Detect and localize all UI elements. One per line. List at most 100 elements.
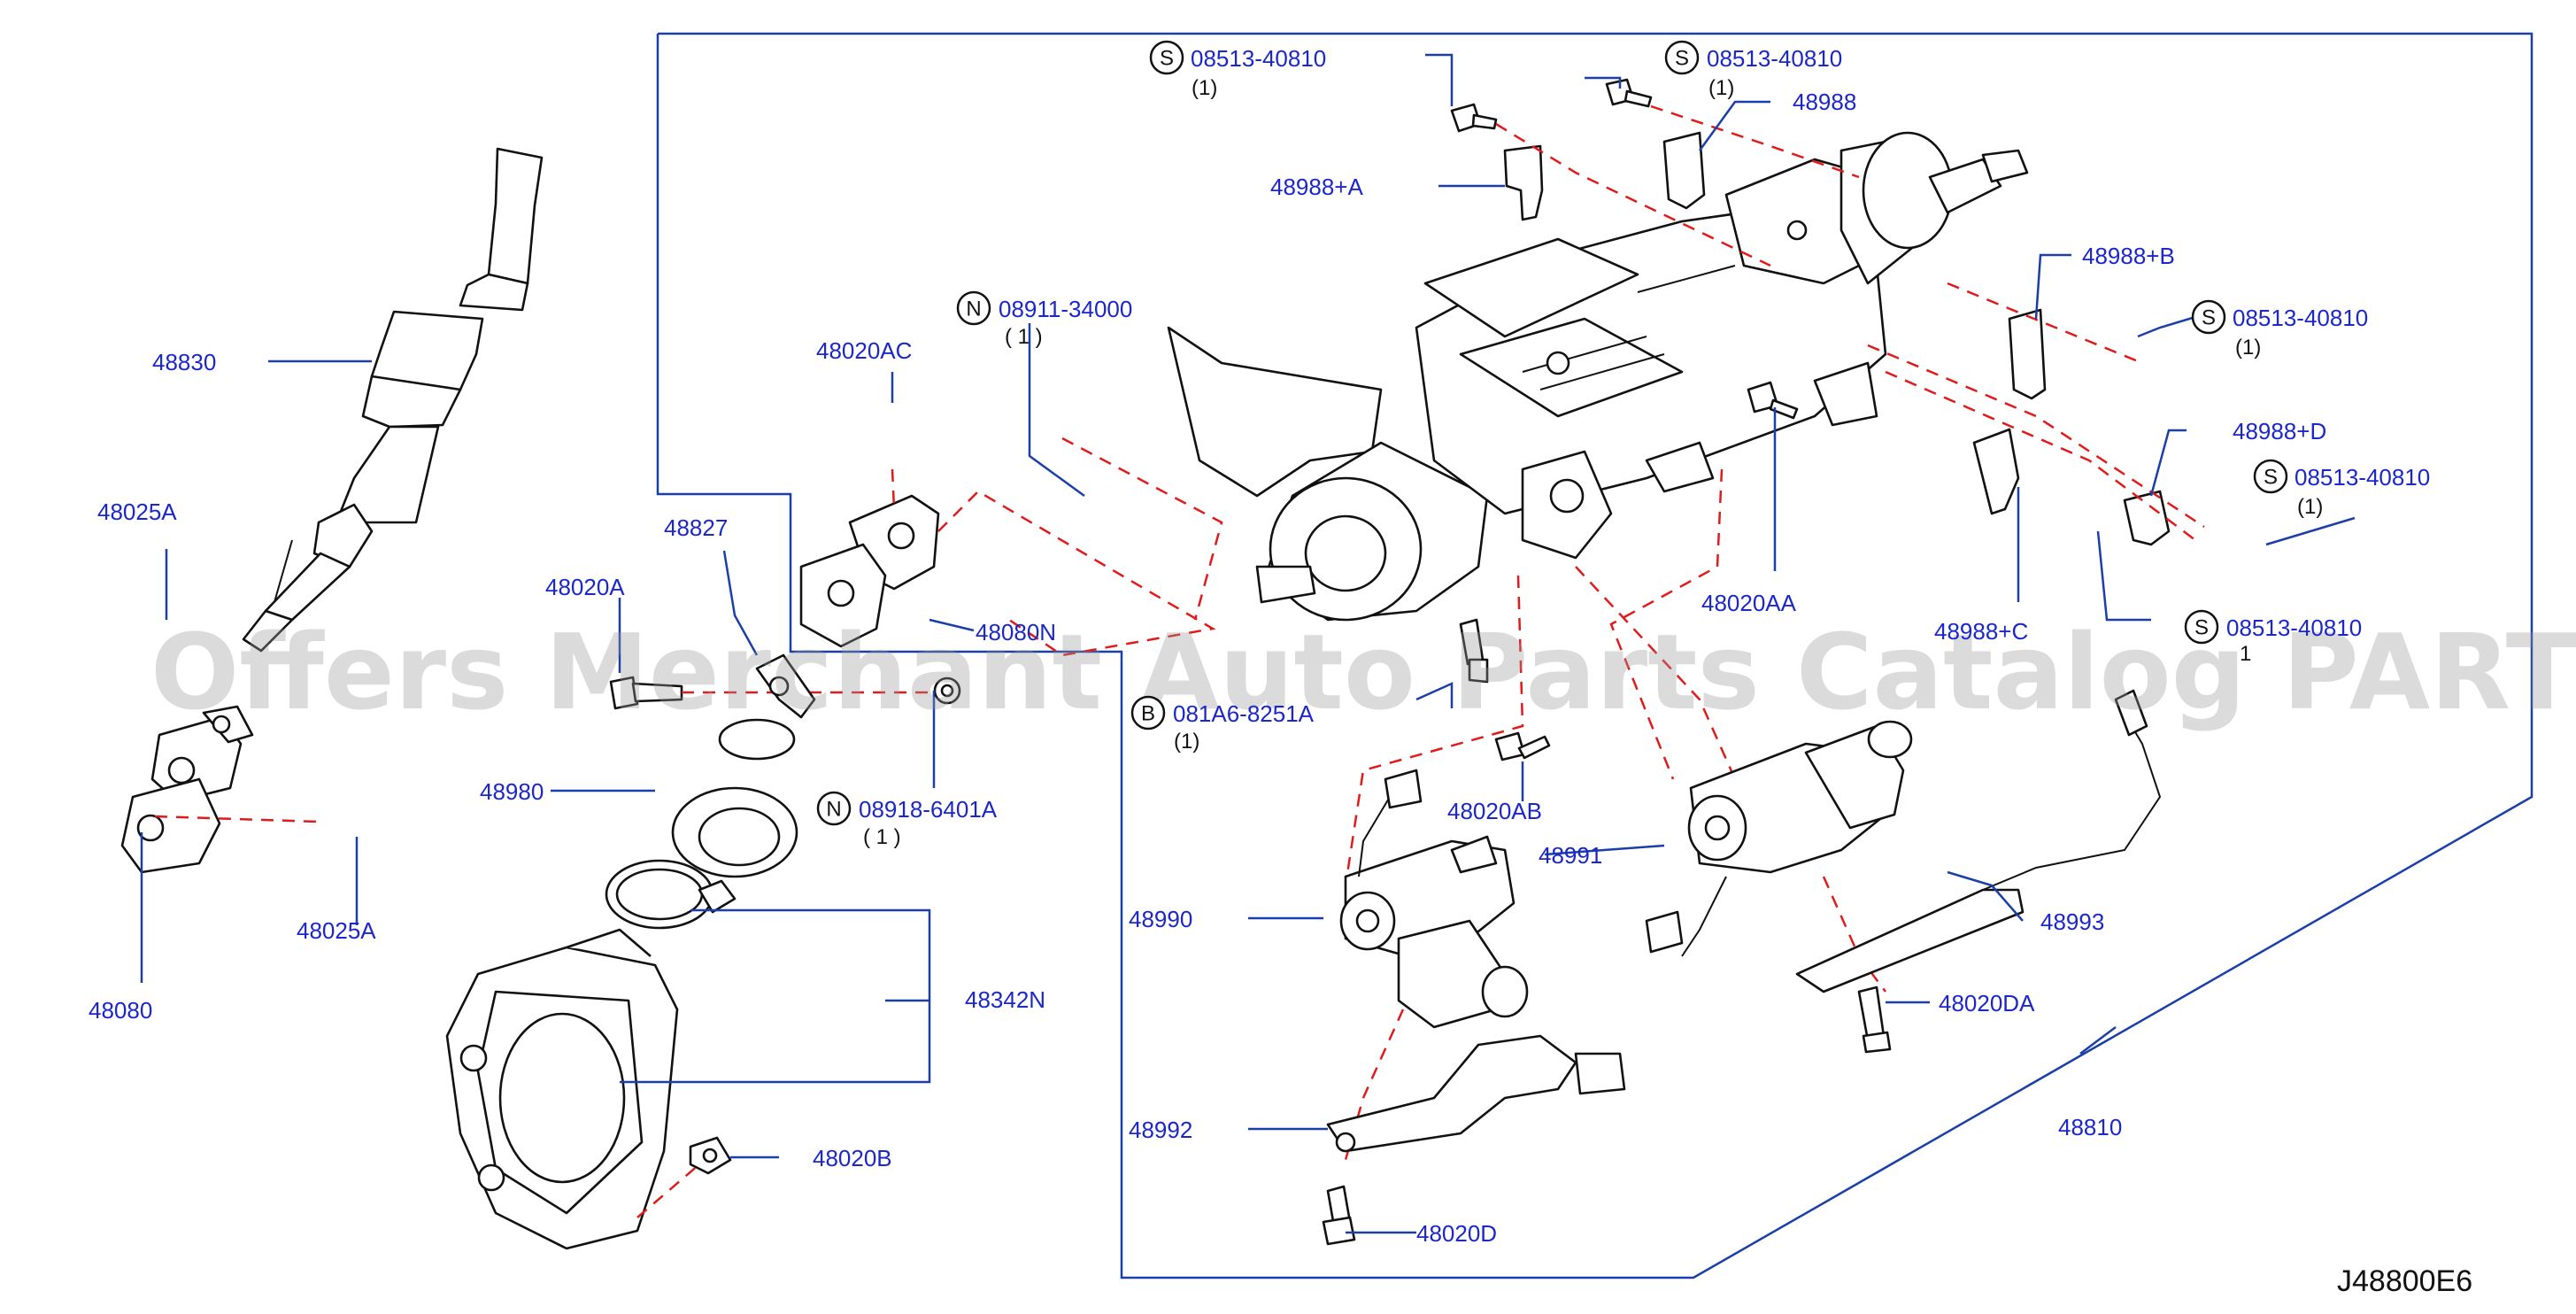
part-label-48992: 48992 [1129, 1117, 1192, 1143]
part-label-48020a: 48020A [545, 574, 625, 600]
bracket-48988-b [2008, 308, 2047, 400]
part-label-48980: 48980 [480, 778, 544, 805]
column-assembly-48810 [1167, 131, 2029, 622]
steering-shaft-48830 [242, 147, 544, 653]
bracket-48992 [1326, 1034, 1626, 1153]
bracket-48988-c [1972, 428, 2020, 515]
dash-line [1609, 468, 1724, 780]
callout-s2: S 08513-40810 (1) [1664, 40, 1842, 100]
callout-part-number: 08513-40810 [2233, 305, 2368, 331]
callout-part-number: 08911-34000 [999, 296, 1132, 322]
badge-b-circle [1130, 695, 1166, 730]
part-label-48991: 48991 [1539, 842, 1602, 869]
badge-n-circle [816, 791, 852, 826]
dash-line [1885, 370, 2196, 541]
bolt-48020aa [1747, 381, 1799, 420]
screw-08513-top-left [1450, 103, 1498, 133]
dash-line [1344, 575, 1524, 886]
leader-lines [140, 53, 2356, 1234]
callout-quantity: ( 1 ) [1005, 325, 1043, 349]
callout-quantity: ( 1 ) [863, 825, 901, 849]
dash-line [154, 815, 320, 823]
universal-joint-48080 [120, 705, 254, 874]
callout-part-number: 08513-40810 [2294, 464, 2430, 491]
callout-s3: S 08513-40810 (1) [2191, 299, 2368, 359]
screw-08513-top-right [1605, 78, 1653, 108]
part-label-48988: 48988 [1793, 89, 1856, 115]
seal-48980 [605, 718, 798, 930]
part-label-48990: 48990 [1129, 906, 1192, 932]
part-label-48988-d: 48988+D [2233, 418, 2326, 444]
badge-letter: N [826, 798, 841, 822]
part-label-48020ac: 48020AC [816, 337, 912, 364]
bolt-48020ab [1494, 731, 1551, 761]
assembly-frame [656, 32, 2534, 1279]
part-label-48988-b: 48988+B [2082, 243, 2175, 269]
diagram-code: J48800E6 [2337, 1264, 2472, 1298]
part-label-48080: 48080 [89, 997, 152, 1024]
bolt-08126 [1459, 618, 1489, 684]
tilt-motor-48990 [1339, 769, 1529, 1029]
callout-part-number: 081A6-8251A [1173, 700, 1315, 727]
badge-s-circle [2184, 609, 2219, 645]
dash-line [1575, 566, 1737, 780]
badge-s-circle [2191, 299, 2226, 335]
bolt-48020d [1322, 1185, 1356, 1246]
dash-line [937, 490, 1216, 657]
callout-b1: B 081A6-8251A (1) [1130, 695, 1315, 754]
clip-48827 [755, 653, 816, 719]
callout-n2: N 08918-6401A ( 1 ) [816, 791, 998, 849]
dash-line [1344, 1009, 1405, 1161]
part-label-48020aa: 48020AA [1701, 590, 1797, 616]
dash-line [891, 468, 896, 510]
nut-48020b [689, 1136, 732, 1175]
badge-letter: S [2194, 616, 2209, 640]
dash-line [1061, 437, 1223, 621]
dash-line [1947, 282, 2143, 365]
badge-letter: S [2264, 466, 2278, 490]
dash-line [636, 1163, 700, 1218]
badge-n-circle [956, 290, 991, 326]
part-label-48080n: 48080N [976, 619, 1056, 645]
part-label-48988-a: 48988+A [1270, 174, 1363, 200]
bracket-48988-d [2123, 490, 2171, 546]
callout-s1: S 08513-40810 (1) [1149, 40, 1326, 100]
callout-part-number: 08513-40810 [2226, 614, 2362, 641]
badge-letter: N [966, 298, 981, 321]
bolt-48020da [1857, 985, 1892, 1054]
callout-quantity: (1) [1192, 76, 1217, 100]
badge-s-circle [2253, 459, 2288, 494]
callout-s4: S 08513-40810 (1) [2253, 459, 2430, 519]
watermark-text: Offers Merchant Auto Parts Catalog PARTS… [150, 611, 2576, 733]
callout-part-number: 08513-40810 [1191, 45, 1326, 72]
wire-harness-48993 [1795, 689, 2162, 993]
part-label-48993: 48993 [2040, 908, 2104, 935]
callout-part-number: 08918-6401A [859, 796, 998, 823]
badge-letter: B [1141, 702, 1155, 726]
part-label-48020ab: 48020AB [1447, 798, 1542, 824]
part-label-48810: 48810 [2058, 1114, 2122, 1140]
callout-quantity: (1) [1174, 730, 1199, 754]
universal-joint-48080n [799, 494, 940, 648]
part-label-48020da: 48020DA [1939, 990, 2035, 1016]
callout-s5: S 08513-40810 1 [2184, 609, 2362, 666]
callout-part-number: 08513-40810 [1707, 45, 1842, 72]
bracket-48988 [1662, 131, 1706, 210]
bracket-48988-a [1503, 144, 1544, 221]
callout-quantity: (1) [2297, 495, 2323, 519]
part-label-48342n: 48342N [965, 986, 1045, 1013]
callout-quantity: (1) [2235, 336, 2261, 359]
badge-s-circle [1149, 40, 1184, 75]
bolt-48020a [609, 676, 683, 710]
part-label-48830: 48830 [152, 349, 216, 375]
telescopic-motor-48991 [1645, 720, 1913, 957]
callout-quantity: 1 [2240, 642, 2251, 666]
callout-n1: N 08911-34000 ( 1 ) [956, 290, 1132, 349]
part-label-48025a-top: 48025A [97, 499, 177, 525]
boot-48342n [445, 928, 679, 1250]
part-label-48827: 48827 [664, 514, 728, 541]
part-label-48025a-bottom: 48025A [297, 917, 376, 944]
part-label-48020d: 48020D [1416, 1220, 1497, 1247]
part-label-48988-c: 48988+C [1934, 618, 2028, 645]
